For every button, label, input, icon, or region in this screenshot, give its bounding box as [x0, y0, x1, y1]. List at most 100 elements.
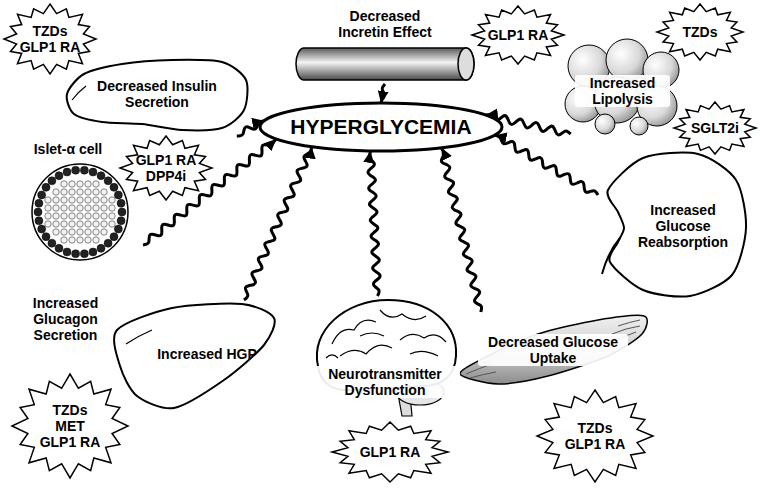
- drug-starburst: GLP1 RA: [470, 4, 566, 66]
- alpha-cell: [72, 166, 80, 174]
- beta-cell: [53, 221, 59, 227]
- beta-cell: [61, 189, 67, 195]
- beta-cell: [93, 221, 99, 227]
- organ-label: Neurotransmitter Dysfunction: [310, 366, 460, 398]
- muscle-outline: [460, 315, 647, 384]
- ellipse-outline: [260, 103, 502, 151]
- pancreas-outline: [67, 60, 248, 131]
- beta-cell: [61, 213, 67, 219]
- beta-cell: [61, 237, 67, 243]
- alpha-cell: [34, 208, 42, 216]
- beta-cell: [53, 197, 59, 203]
- drug-starburst: TZDsMETGLP1 RA: [10, 372, 130, 480]
- wavy-arrow: [244, 147, 312, 300]
- drug-label: SGLT2i: [691, 120, 739, 136]
- beta-cell: [77, 189, 83, 195]
- beta-cell: [77, 205, 83, 211]
- alpha-cell: [89, 168, 97, 176]
- text-area: Decreased Glucose Uptake: [478, 328, 628, 372]
- outcome-label: HYPERGLYCEMIA: [290, 115, 471, 139]
- beta-cell: [61, 197, 67, 203]
- text-area: Increased HGP: [157, 332, 257, 376]
- beta-cell: [109, 221, 115, 227]
- brain-organ: Neurotransmitter Dysfunction: [310, 296, 460, 418]
- beta-cell: [101, 197, 107, 203]
- beta-cell: [85, 221, 91, 227]
- alpha-cell: [48, 177, 56, 185]
- pancreas-duct: [72, 86, 86, 100]
- beta-cell: [53, 213, 59, 219]
- beta-cell: [77, 181, 83, 187]
- alpha-cell: [42, 183, 50, 191]
- organ-label: Islet-α cell: [34, 141, 103, 157]
- pancreas-organ: Decreased Insulin Secretion: [62, 52, 252, 136]
- muscle-fiber: [612, 326, 640, 334]
- beta-cell: [53, 229, 59, 235]
- beta-cell: [69, 237, 75, 243]
- muscle-organ: Decreased Glucose Uptake: [458, 312, 648, 388]
- organ-label: Decreased Insulin Secretion: [87, 78, 227, 110]
- text-area: TZDsMETGLP1 RA: [10, 372, 130, 480]
- beta-cell: [69, 189, 75, 195]
- drug-starburst: TZDsGLP1 RA: [535, 388, 655, 484]
- beta-cell: [101, 205, 107, 211]
- liver-organ: Increased HGP: [112, 300, 277, 415]
- wavy-arrow: [381, 84, 385, 103]
- wavy-arrow: [495, 135, 598, 195]
- organ-label: Increased Lipolysis: [575, 75, 670, 107]
- beta-cell: [93, 197, 99, 203]
- intestine-tube: [296, 48, 474, 80]
- alpha-cell: [42, 233, 50, 241]
- beta-cell: [93, 229, 99, 235]
- beta-cell: [61, 229, 67, 235]
- alpha-cell: [117, 199, 125, 207]
- text-area: SGLT2i: [672, 100, 758, 156]
- drug-label: GLP1 RA: [20, 39, 81, 55]
- starburst-outline: [332, 422, 448, 482]
- beta-cell: [101, 221, 107, 227]
- beta-cell: [77, 221, 83, 227]
- fat-cell: [630, 117, 648, 135]
- text-area: Decreased Incretin Effect: [325, 4, 445, 44]
- drug-label: MET: [55, 418, 85, 434]
- drug-starburst: TZDs: [655, 2, 745, 62]
- beta-cell: [45, 197, 51, 203]
- alpha-cell: [38, 191, 46, 199]
- muscle-fiber: [618, 320, 640, 326]
- text-area: Increased Lipolysis: [575, 70, 670, 112]
- beta-cell: [93, 205, 99, 211]
- starburst-outline: [4, 4, 96, 74]
- wavy-arrow: [441, 148, 481, 312]
- beta-cell: [69, 197, 75, 203]
- beta-cell: [85, 197, 91, 203]
- alpha-cell: [114, 225, 122, 233]
- alpha-cell: [63, 248, 71, 256]
- beta-cell: [53, 205, 59, 211]
- beta-cell: [85, 237, 91, 243]
- alpha-cell: [55, 244, 63, 252]
- beta-cell: [77, 197, 83, 203]
- wavy-arrow: [368, 151, 380, 296]
- alpha-cell: [89, 248, 97, 256]
- beta-cell: [85, 213, 91, 219]
- islet-organ: Islet-α cellIncreased Glucagon Secretion: [8, 140, 143, 350]
- drug-label: TZDs: [683, 24, 718, 40]
- beta-cell: [101, 229, 107, 235]
- text-area: GLP1 RA: [330, 420, 450, 484]
- text-area: TZDsGLP1 RA: [2, 2, 98, 76]
- starburst-outline: [537, 390, 653, 482]
- alpha-cell: [80, 166, 88, 174]
- text-area: HYPERGLYCEMIA: [258, 101, 504, 153]
- drug-label: GLP1 RA: [488, 27, 549, 43]
- drug-label: TZDs: [53, 402, 88, 418]
- beta-cell: [93, 181, 99, 187]
- alpha-cell: [63, 168, 71, 176]
- text-area: Increased Glucagon Secretion: [8, 290, 123, 348]
- kidney-outline: [607, 153, 746, 297]
- beta-cell: [101, 213, 107, 219]
- brain-gyrus: [400, 334, 446, 342]
- liver-vessel: [126, 330, 152, 344]
- beta-cell: [45, 205, 51, 211]
- adipose-organ: Increased Lipolysis: [565, 42, 680, 134]
